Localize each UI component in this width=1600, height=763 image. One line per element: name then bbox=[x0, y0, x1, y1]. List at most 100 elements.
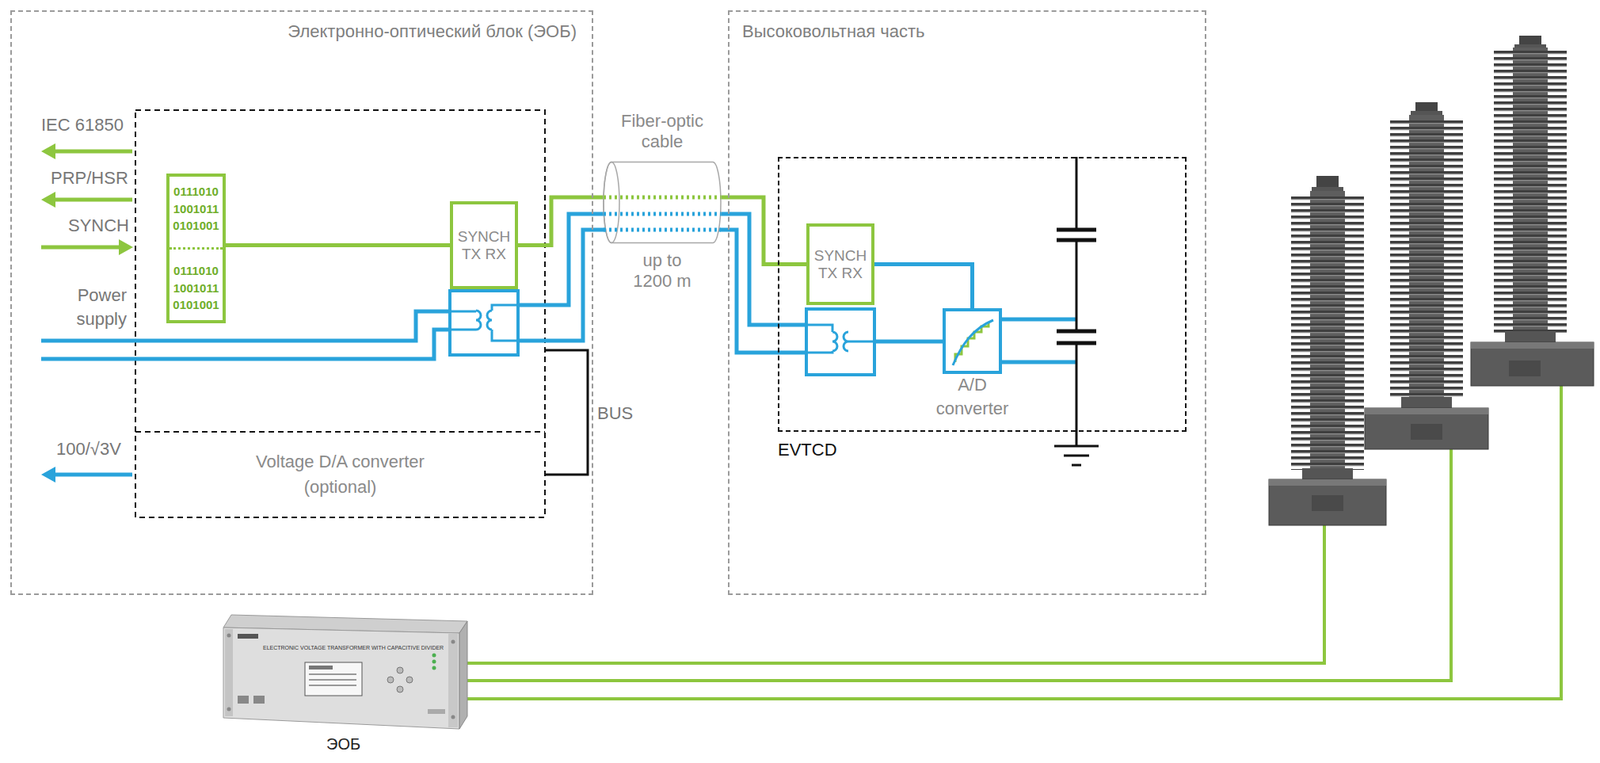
power-fiber-lines-part bbox=[41, 329, 450, 359]
signal-line bbox=[225, 243, 450, 248]
interface-arrows-part-part bbox=[41, 245, 122, 250]
binary-data: 0111010 1001011 0101001 bbox=[172, 182, 219, 235]
device-illustration-part bbox=[308, 684, 357, 686]
region-heading: Высоковольтная часть bbox=[742, 21, 926, 42]
insulator-column-part bbox=[1470, 342, 1594, 386]
cable-label: Fiber-optic cable bbox=[606, 110, 718, 153]
insulator-column-part bbox=[1291, 194, 1364, 470]
capacitive-divider-part bbox=[1071, 464, 1082, 467]
device-illustration-part bbox=[406, 676, 413, 683]
insulator-column-part bbox=[1410, 110, 1443, 115]
inner-dashed-frame-part bbox=[135, 430, 545, 433]
cable-cylinder bbox=[601, 160, 723, 246]
field-fiber-lines bbox=[467, 385, 1562, 699]
power-fiber-lines-part bbox=[1001, 317, 1077, 322]
device-illustration-part bbox=[396, 666, 404, 674]
converter-section: Voltage D/A converter (optional) bbox=[135, 431, 545, 518]
insulator-column bbox=[1470, 35, 1594, 386]
capacitive-divider-part bbox=[1075, 156, 1079, 230]
device-illustration-part bbox=[224, 628, 233, 717]
device-illustration-part bbox=[432, 653, 437, 658]
interface-label: IEC 61850 bbox=[41, 114, 124, 136]
fiber-dotted bbox=[603, 212, 721, 217]
optical-coupler-part bbox=[806, 308, 875, 375]
device-illustration bbox=[223, 614, 468, 729]
device-illustration-part bbox=[451, 715, 456, 720]
field-fiber-lines-part bbox=[467, 449, 1452, 681]
optical-coupler-part bbox=[807, 324, 873, 353]
adc-label: A/D converter bbox=[925, 373, 1021, 420]
region-heading: Электронно-оптический блок (ЭОБ) bbox=[287, 21, 577, 42]
interface-arrows-part-part bbox=[52, 149, 133, 154]
device-illustration-part bbox=[308, 673, 357, 675]
device-illustration-part bbox=[387, 676, 394, 683]
converter-label: Voltage D/A converter (optional) bbox=[245, 449, 436, 500]
field-fiber-lines-part bbox=[467, 385, 1562, 699]
data-buffer: 0111010 1001011 0101001 0111010 1001011 0… bbox=[166, 173, 226, 324]
adc-steps bbox=[955, 321, 989, 362]
device-illustration-part bbox=[459, 620, 468, 729]
device-illustration-part bbox=[308, 678, 357, 681]
bus-line bbox=[544, 350, 588, 475]
insulator-column-part bbox=[1311, 495, 1344, 511]
capacitive-divider bbox=[1054, 156, 1099, 465]
interface-arrows-part-part bbox=[118, 239, 134, 256]
interface-arrows-part-part bbox=[41, 143, 56, 160]
insulator-column-part bbox=[1311, 186, 1344, 191]
device-illustration-part bbox=[308, 665, 333, 670]
transceiver-label: SYNCH TX RX bbox=[457, 228, 511, 263]
bus-label: BUS bbox=[597, 403, 633, 424]
optical-coupler-part bbox=[451, 304, 517, 341]
output-label: 100/√3V bbox=[56, 438, 122, 460]
adc-box: A/D converter bbox=[942, 308, 1002, 374]
insulator-column-part bbox=[1364, 407, 1489, 450]
device-illustration-part bbox=[396, 685, 404, 693]
interface-arrows-part bbox=[41, 151, 133, 248]
insulator-column-part bbox=[1470, 342, 1594, 349]
divider-line bbox=[169, 247, 223, 250]
capacitive-divider-part bbox=[1075, 240, 1079, 332]
power-fiber-lines-part bbox=[1001, 360, 1077, 365]
insulator-column-part bbox=[1268, 479, 1387, 486]
optical-coupler-part bbox=[449, 290, 519, 355]
insulator-column-part bbox=[1508, 360, 1541, 377]
insulator-column-part bbox=[1268, 479, 1387, 526]
sync-transceiver: SYNCH TX RX bbox=[449, 201, 519, 290]
device-illustration-part bbox=[237, 633, 259, 639]
cable-length: up to 1200 m bbox=[624, 250, 701, 293]
capacitive-divider-part bbox=[1054, 445, 1099, 448]
evtcd-frame: EVTCDSYNCH TX RXA/D converter bbox=[777, 156, 1187, 432]
insulator-column-part bbox=[1364, 407, 1489, 415]
cable-body bbox=[603, 162, 721, 244]
capacitive-divider-part bbox=[1063, 454, 1090, 458]
device-panel-text: ELECTRONIC VOLTAGE TRANSFORMER WITH CAPA… bbox=[262, 644, 444, 651]
device-caption: ЭОБ bbox=[326, 735, 361, 754]
power-fiber-lines-part bbox=[874, 339, 943, 344]
interface-arrows-part bbox=[41, 466, 56, 483]
device-illustration-part bbox=[448, 633, 458, 728]
interface-arrows bbox=[41, 143, 134, 483]
insulator-column-part bbox=[1410, 423, 1443, 440]
insulator-column-part bbox=[1493, 50, 1567, 333]
adc-icon bbox=[945, 311, 999, 371]
fiber-dotted bbox=[603, 228, 721, 233]
interface-label: SYNCH bbox=[68, 215, 130, 237]
device-illustration-part bbox=[253, 695, 265, 704]
interface-arrows-part bbox=[52, 472, 133, 477]
insulator-column-part bbox=[1390, 118, 1463, 399]
inner-dashed-frame-part bbox=[135, 110, 545, 518]
power-label: Power supply bbox=[55, 283, 127, 331]
fiber-dotted bbox=[603, 195, 721, 200]
device-illustration-part bbox=[432, 666, 437, 671]
device-illustration-part bbox=[237, 695, 249, 704]
device-illustration-part bbox=[432, 659, 437, 664]
device-illustration-part bbox=[227, 633, 232, 638]
insulator-column bbox=[1364, 102, 1489, 450]
binary-data: 0111010 1001011 0101001 bbox=[172, 262, 219, 314]
sync-transceiver: SYNCH TX RX bbox=[806, 223, 875, 305]
device-illustration-part bbox=[427, 708, 446, 714]
device-illustration-part bbox=[304, 662, 362, 696]
insulator-column bbox=[1268, 175, 1387, 526]
unit-heading: EVTCD bbox=[777, 439, 838, 461]
